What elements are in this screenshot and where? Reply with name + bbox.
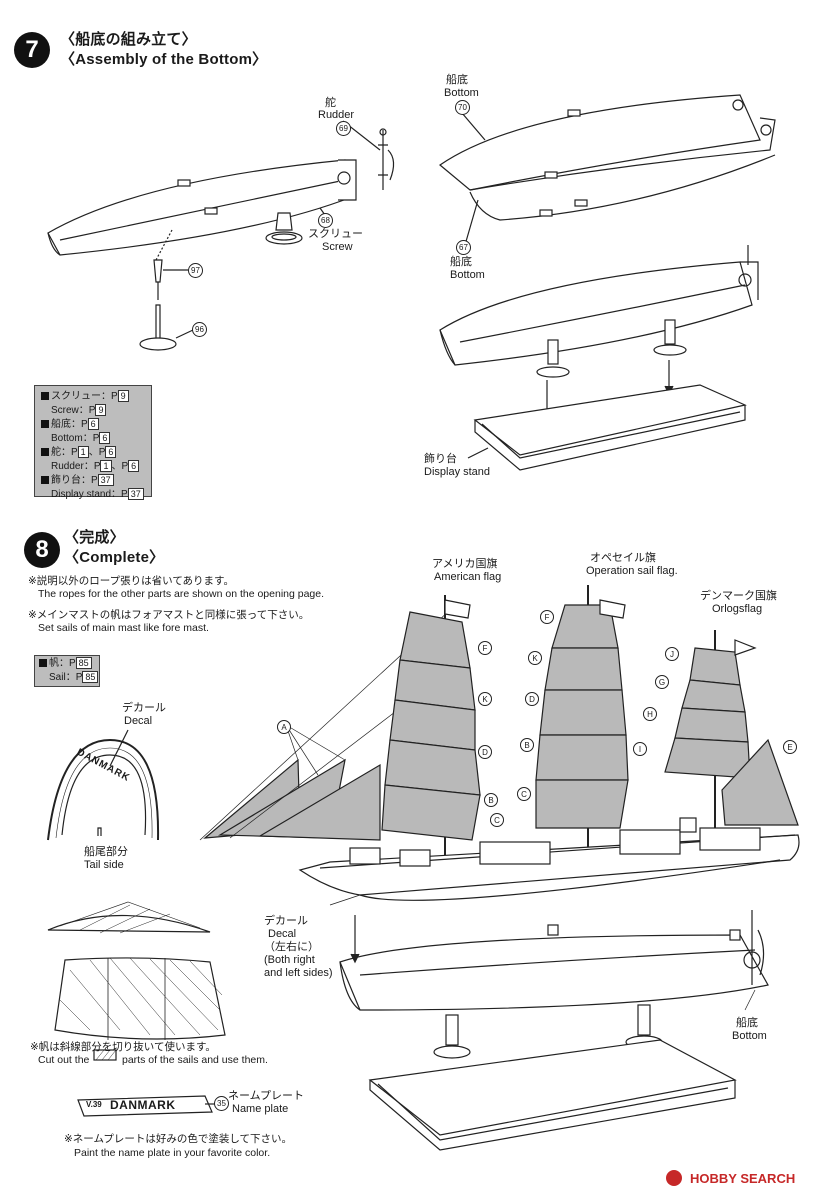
side-decal-label-jp: デカール (264, 915, 308, 927)
stern-decal-drawing (47, 729, 160, 841)
side-decal-label-jp2: （左右に） (264, 941, 319, 953)
nameplate-label-en: Name plate (232, 1103, 289, 1115)
sail-letter-mizzen-g: G (655, 675, 669, 689)
decal-label-jp: デカール (122, 702, 166, 714)
bottom-top-label-en: Bottom (444, 87, 479, 99)
part-number-69: 69 (336, 121, 351, 136)
sail-letter-mizzen-j: J (665, 647, 679, 661)
sail-letter-fore-d: D (478, 745, 492, 759)
tail-label-en: Tail side (84, 859, 124, 871)
note2-jp: ※メインマストの帆はフォアマストと同様に張って下さい。 (28, 609, 310, 621)
rudder-label-en: Rudder (318, 109, 355, 121)
part-number-68: 68 (318, 213, 333, 228)
bottom-low-label-jp: 船底 (450, 256, 472, 268)
hull-halves-drawing (439, 94, 776, 246)
bottom-label-jp: 船底 (736, 1017, 758, 1029)
part-number-35: 35 (214, 1096, 229, 1111)
bottom-low-label-en: Bottom (450, 269, 485, 281)
tail-label-jp: 船尾部分 (84, 846, 128, 858)
side-decal-label-en3: and left sides) (264, 967, 333, 979)
step-number-8: 8 (24, 532, 60, 568)
cut-note-en-a: Cut out the (38, 1054, 90, 1066)
paint-note-jp: ※ネームプレートは好みの色で塗装して下さい。 (64, 1133, 293, 1145)
sail-cut-drawing (47, 901, 226, 1040)
operation-flag-label-jp: オペセイル旗 (590, 552, 656, 564)
hull-on-stand-drawing (439, 245, 759, 471)
sail-letter-main-c: C (517, 787, 531, 801)
nameplate-text: DANMARK (110, 1098, 176, 1112)
step7-title-jp: 〈船底の組み立て〉 (60, 31, 197, 48)
bottom-label-en: Bottom (732, 1030, 767, 1042)
sail-letter-main-d: D (525, 692, 539, 706)
sail-letter-fore-k: K (478, 692, 492, 706)
side-decal-label-en2: (Both right (264, 954, 315, 966)
operation-flag-label-en: Operation sail flag. (586, 565, 678, 577)
step-number-7: 7 (14, 32, 50, 68)
side-decal-label-en: Decal (268, 928, 297, 940)
sail-letter-fore-b: B (484, 793, 498, 807)
decal-label-en: Decal (124, 715, 153, 727)
american-flag-label-en: American flag (434, 571, 502, 583)
bottom-top-label-jp: 船底 (446, 74, 468, 86)
ship-drawing (199, 585, 800, 1151)
cut-note-jp: ※帆は斜線部分を切り抜いて使います。 (30, 1041, 216, 1053)
sail-letter-main-f: F (540, 610, 554, 624)
sail-letter-mizzen-h: H (643, 707, 657, 721)
step8-title-en: 〈Complete〉 (64, 549, 165, 566)
note2-en: Set sails of main mast like fore mast. (38, 622, 209, 634)
part-number-67: 67 (456, 240, 471, 255)
cut-note-en-b: parts of the sails and use them. (122, 1054, 268, 1066)
denmark-flag-label-jp: デンマーク国旗 (700, 590, 777, 602)
part-number-97: 97 (188, 263, 203, 278)
sail-letter-main-k: K (528, 651, 542, 665)
nameplate-drawing (77, 1049, 218, 1117)
note1-jp: ※説明以外のロープ張りは省いてあります。 (28, 575, 234, 587)
sail-letter-main-b: B (520, 738, 534, 752)
hull-left-drawing (47, 120, 395, 351)
display-stand-label-jp: 飾り台 (424, 453, 457, 465)
american-flag-label-jp: アメリカ国旗 (432, 558, 498, 570)
watermark-logo-icon (666, 1170, 682, 1186)
display-stand-label-en: Display stand (424, 466, 491, 478)
nameplate-label-jp: ネームプレート (228, 1090, 305, 1102)
step7-title-en: 〈Assembly of the Bottom〉 (60, 51, 268, 68)
step8-title-jp: 〈完成〉 (64, 529, 125, 546)
watermark-text: HOBBY SEARCH (690, 1171, 796, 1186)
screw-label-en: Screw (322, 241, 353, 253)
sail-letter-a: A (277, 720, 291, 734)
denmark-flag-label-en: Orlogsflag (712, 603, 763, 615)
sail-letter-fore-c: C (490, 813, 504, 827)
part-number-70: 70 (455, 100, 470, 115)
sail-letter-fore-f: F (478, 641, 492, 655)
note1-en: The ropes for the other parts are shown … (38, 588, 325, 600)
rudder-label-jp: 舵 (325, 97, 336, 109)
screw-label-jp: スクリュー (308, 228, 363, 240)
part-number-96: 96 (192, 322, 207, 337)
nameplate-prefix: V.39 (86, 1100, 102, 1109)
paint-note-en: Paint the name plate in your favorite co… (74, 1147, 271, 1159)
sail-letter-mizzen-e: E (783, 740, 797, 754)
sail-letter-mizzen-i: I (633, 742, 647, 756)
